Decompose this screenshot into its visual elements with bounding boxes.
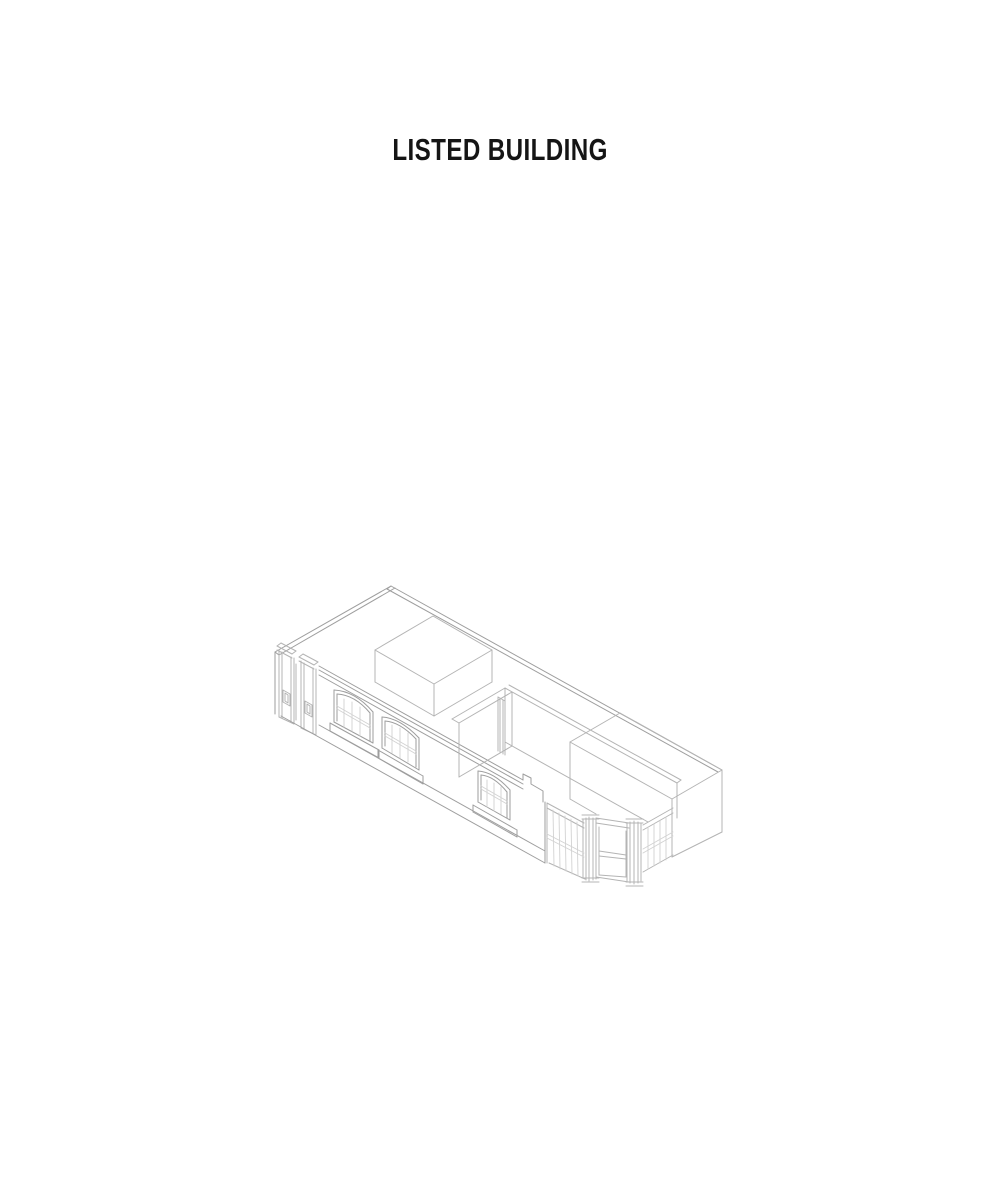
shopfront-glazing <box>546 809 674 877</box>
shopfront-frame <box>546 802 674 887</box>
page-title: LISTED BUILDING <box>0 132 1000 168</box>
window-3-glazing <box>480 779 508 815</box>
page-title-text: LISTED BUILDING <box>392 132 608 167</box>
window-1-glazing <box>336 698 371 737</box>
window-2 <box>377 716 424 785</box>
interior-walls <box>374 615 682 823</box>
window-2-glazing <box>384 724 417 763</box>
window-1 <box>329 689 380 759</box>
front-facade <box>280 665 546 864</box>
left-pilasters <box>276 642 319 736</box>
